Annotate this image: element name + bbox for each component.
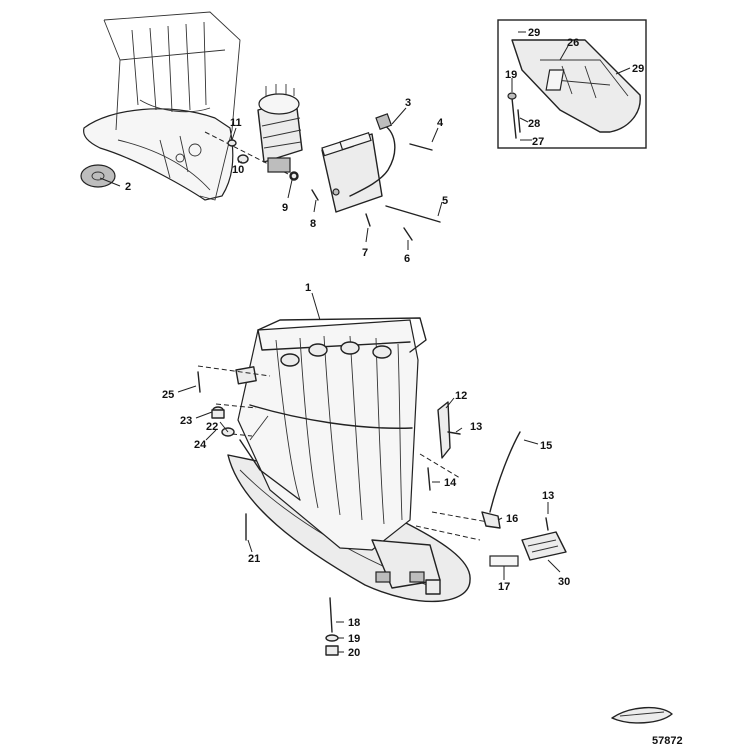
anode-plate-part bbox=[80, 164, 116, 188]
callout-13-lower: 13 bbox=[542, 490, 554, 502]
callout-19-inset: 19 bbox=[505, 69, 517, 81]
figure-thumbnail-icon bbox=[611, 706, 673, 724]
callout-3: 3 bbox=[405, 97, 411, 109]
callout-6: 6 bbox=[404, 253, 410, 265]
callout-11: 11 bbox=[230, 117, 242, 129]
callout-12: 12 bbox=[455, 390, 467, 402]
callout-13-upper: 13 bbox=[470, 421, 482, 433]
callout-16: 16 bbox=[506, 513, 518, 525]
callout-25: 25 bbox=[162, 389, 174, 401]
callout-10: 10 bbox=[232, 164, 244, 176]
callout-18: 18 bbox=[348, 617, 360, 629]
inset-detail-box bbox=[497, 19, 647, 149]
callout-2: 2 bbox=[125, 181, 131, 193]
figure-number: 57872 bbox=[652, 735, 683, 747]
callout-17: 17 bbox=[498, 581, 510, 593]
callout-30: 30 bbox=[558, 576, 570, 588]
callout-9: 9 bbox=[282, 202, 288, 214]
callout-4: 4 bbox=[437, 117, 444, 129]
callout-8: 8 bbox=[310, 218, 316, 230]
callout-29-top: 29 bbox=[528, 27, 540, 39]
callout-19-lower: 19 bbox=[348, 633, 360, 645]
driveshaft-housing-part bbox=[197, 317, 489, 603]
callout-21: 21 bbox=[248, 553, 260, 565]
callout-27: 27 bbox=[532, 136, 544, 148]
bolt-parts bbox=[290, 143, 441, 241]
starter-assembly-part bbox=[257, 84, 303, 181]
callout-labels: 1 2 3 4 5 6 7 8 9 10 11 12 13 13 14 15 1 bbox=[99, 27, 644, 659]
callout-24: 24 bbox=[194, 439, 207, 451]
callout-23: 23 bbox=[180, 415, 192, 427]
housing-ghost-view bbox=[83, 11, 291, 201]
callout-5: 5 bbox=[442, 195, 448, 207]
bracket-part bbox=[321, 113, 396, 213]
callout-14: 14 bbox=[444, 477, 457, 489]
callout-29-right: 29 bbox=[632, 63, 644, 75]
callout-26: 26 bbox=[567, 37, 579, 49]
callout-15: 15 bbox=[540, 440, 552, 452]
callout-7: 7 bbox=[362, 247, 368, 259]
callout-22: 22 bbox=[206, 421, 218, 433]
callout-20: 20 bbox=[348, 647, 360, 659]
callout-1: 1 bbox=[305, 282, 311, 294]
callout-28: 28 bbox=[528, 118, 540, 130]
